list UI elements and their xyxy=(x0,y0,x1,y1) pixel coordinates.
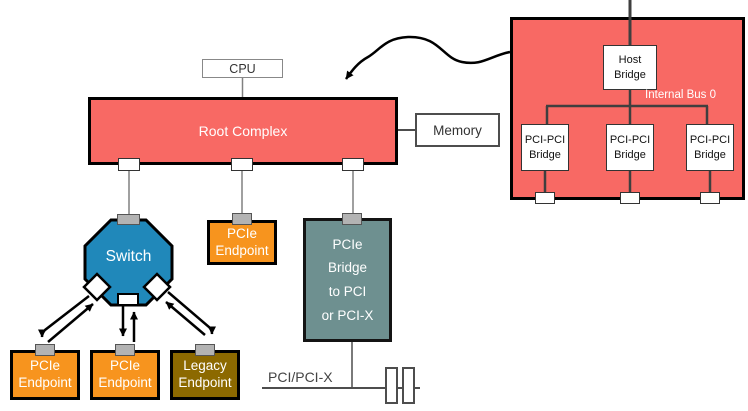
pci-pci-bridge-1: PCI-PCI Bridge xyxy=(521,124,569,171)
memory-label: Memory xyxy=(433,122,482,138)
cpu-box: CPU xyxy=(202,59,283,78)
endpoint-left-port xyxy=(35,344,55,356)
link-right-up-arrow xyxy=(165,301,206,336)
link-left-down-arrow xyxy=(38,295,90,338)
panel-port-1 xyxy=(535,192,555,204)
root-complex-label: Root Complex xyxy=(198,123,288,139)
callout-arrow xyxy=(344,35,511,80)
pci-pci-bridge-2: PCI-PCI Bridge xyxy=(606,124,654,171)
pci-slot-2 xyxy=(402,367,415,404)
pcie-bridge-box: PCIe Bridge to PCI or PCI-X xyxy=(303,218,392,342)
internal-bus-label: Internal Bus 0 xyxy=(645,89,716,101)
legacy-endpoint: Legacy Endpoint xyxy=(170,350,240,400)
switch-label: Switch xyxy=(105,248,152,265)
panel-port-2 xyxy=(620,192,640,204)
cpu-label: CPU xyxy=(229,61,256,76)
pci-slot-1 xyxy=(385,367,398,404)
pcie-endpoint-center: PCIe Endpoint xyxy=(90,350,160,400)
pcie-bridge-port xyxy=(342,213,362,225)
root-port-3 xyxy=(342,158,364,171)
pci-bus-label: PCI/PCI-X xyxy=(268,369,333,385)
switch-diamond-port-left xyxy=(82,272,112,302)
pcie-endpoint-upper: PCIe Endpoint xyxy=(207,220,277,265)
link-right-down-arrow xyxy=(167,291,216,335)
switch-upstream-port xyxy=(117,214,140,225)
root-complex-box: Root Complex xyxy=(88,97,398,165)
root-port-1 xyxy=(118,158,140,171)
host-bridge-box: Host Bridge xyxy=(603,45,657,90)
panel-port-3 xyxy=(700,192,720,204)
link-left-up-arrow xyxy=(47,303,94,343)
root-port-2 xyxy=(231,158,253,171)
memory-box: Memory xyxy=(415,113,500,147)
pci-pci-bridge-3: PCI-PCI Bridge xyxy=(686,124,734,171)
switch-downstream-port-mid xyxy=(117,293,139,306)
legacy-endpoint-port xyxy=(195,344,215,356)
endpoint-center-port xyxy=(115,344,135,356)
pcie-endpoint-left: PCIe Endpoint xyxy=(10,350,80,400)
endpoint-upper-port xyxy=(232,213,252,225)
switch-diamond-port-right xyxy=(142,272,172,302)
